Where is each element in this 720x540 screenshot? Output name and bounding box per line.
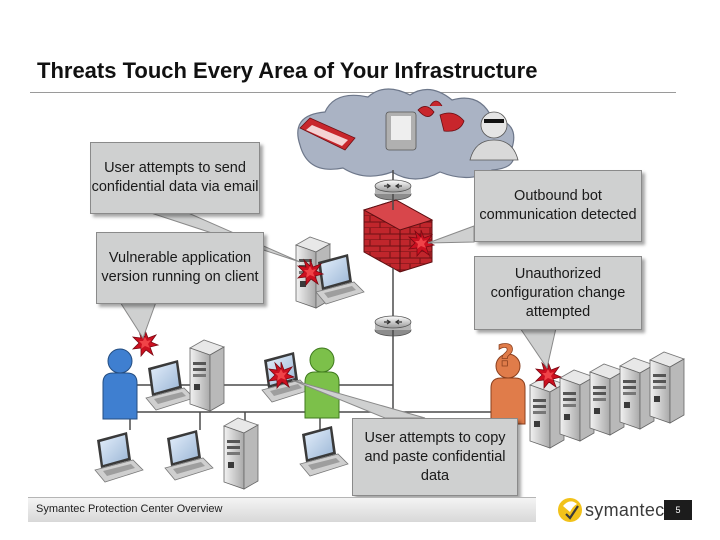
hacker-icon [299,100,519,161]
callout-outbound-bot: Outbound bot communication detected [474,170,642,242]
callout-copy-paste: User attempts to copy and paste confiden… [352,418,518,496]
callout-config-change: Unauthorized configuration change attemp… [474,256,642,330]
question-mark-icon: ? [497,339,514,374]
user-icon [102,348,138,420]
footer-text: Symantec Protection Center Overview [36,503,223,515]
laptop-icon [315,253,365,305]
firewall-icon [362,199,434,273]
callout-vulnerable-app: Vulnerable application version running o… [96,232,264,304]
symantec-logo-icon [558,498,582,522]
server-icon [189,339,225,412]
server-rack [529,351,685,449]
laptop-icon [299,425,349,477]
logo-text: symantec. [585,500,670,520]
page-number: 5 [664,500,692,520]
callout-email: User attempts to send confidential data … [90,142,260,214]
server-icon [223,417,259,490]
user-icon [304,347,340,419]
threat-starburst-icon [132,329,159,357]
slide-title: Threats Touch Every Area of Your Infrast… [37,58,538,83]
title-rule [30,92,676,93]
laptop-icon [164,429,214,481]
footer-bar [28,497,536,522]
laptop-icon [94,431,144,483]
